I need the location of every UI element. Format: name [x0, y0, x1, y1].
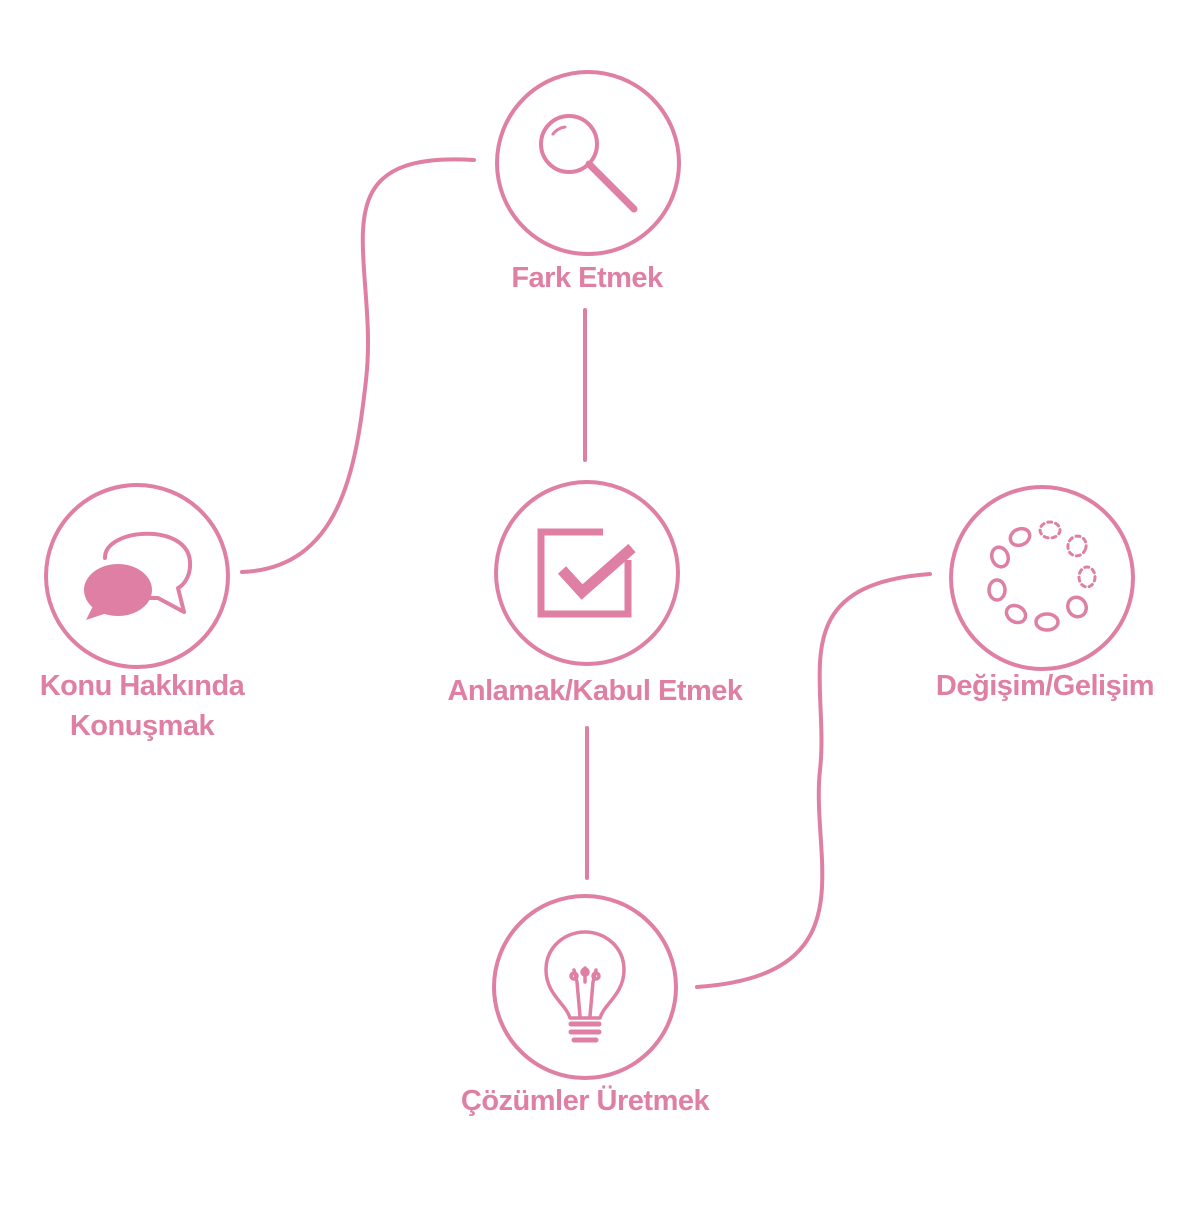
label-fark-etmek: Fark Etmek	[437, 258, 737, 298]
lightbulb-icon	[544, 930, 626, 1043]
magnifier-icon	[539, 114, 638, 213]
label-line: Konu Hakkında	[39, 670, 245, 702]
speech-bubbles-icon	[84, 531, 193, 620]
checkbox-checked-icon	[537, 528, 636, 618]
label-degisim-gelisim: Değişim/Gelişim	[895, 666, 1195, 706]
label-line: Fark Etmek	[511, 262, 663, 294]
connector-cozum-degisim	[695, 572, 932, 989]
node-circle-anlamak	[494, 480, 680, 666]
label-line: Çözümler Üretmek	[460, 1085, 710, 1117]
label-line: Konuşmak	[69, 710, 215, 742]
label-anlamak-kabul-etmek: Anlamak/Kabul Etmek	[395, 671, 795, 711]
label-cozumler-uretmek: Çözümler Üretmek	[410, 1081, 760, 1121]
node-circle-konu	[44, 483, 230, 669]
label-konu-hakkinda-konusmak: Konu Hakkında Konuşmak	[2, 666, 282, 746]
circular-dots-icon	[987, 520, 1097, 632]
node-circle-fark	[495, 70, 681, 256]
label-line: Değişim/Gelişim	[935, 670, 1155, 702]
node-circle-degisim	[949, 485, 1135, 671]
label-line: Anlamak/Kabul Etmek	[447, 675, 743, 707]
connector-fark-konu	[240, 157, 476, 574]
node-circle-cozum	[492, 894, 678, 1080]
